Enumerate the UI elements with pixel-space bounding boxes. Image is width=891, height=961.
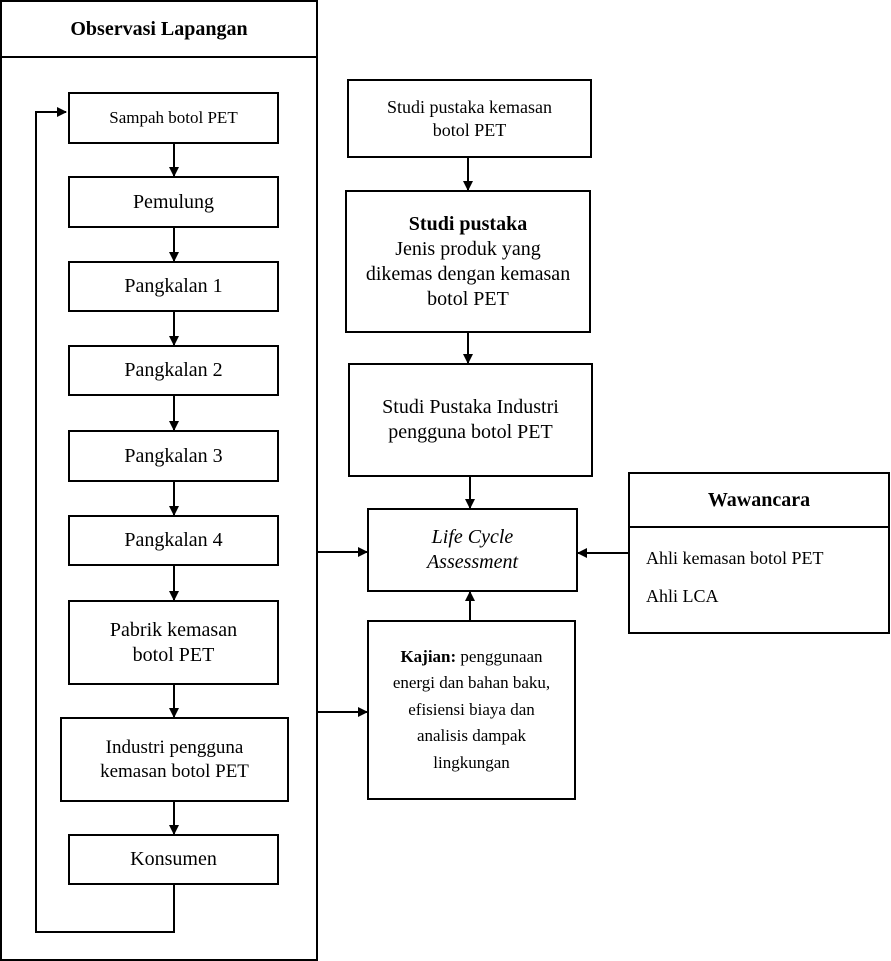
step-pangkalan-3-label: Pangkalan 3 — [124, 444, 223, 467]
studi-pustaka-jenis-produk: Studi pustaka Jenis produk yang dikemas … — [345, 190, 591, 333]
step-industri-pengguna-label: Industri pengguna kemasan botol PET — [100, 736, 249, 782]
kajian-label: Kajian: — [400, 647, 457, 667]
wawancara-list: Ahli kemasan botol PET Ahli LCA — [630, 528, 888, 607]
observasi-title: Observasi Lapangan — [0, 0, 318, 58]
step-konsumen-label: Konsumen — [130, 848, 217, 870]
step-pangkalan-4: Pangkalan 4 — [68, 515, 279, 566]
step-pangkalan-2: Pangkalan 2 — [68, 345, 279, 396]
studi-pustaka-jenis-produk-title: Studi pustaka — [408, 212, 528, 235]
studi-pustaka-kemasan: Studi pustaka kemasan botol PET — [347, 79, 592, 158]
studi-pustaka-kemasan-label: Studi pustaka kemasan botol PET — [387, 97, 552, 140]
studi-pustaka-industri-label: Studi Pustaka Industri pengguna botol PE… — [382, 396, 559, 443]
studi-pustaka-industri: Studi Pustaka Industri pengguna botol PE… — [348, 363, 593, 477]
wawancara-item: Ahli LCA — [646, 585, 719, 606]
step-pabrik-kemasan-label: Pabrik kemasan botol PET — [109, 618, 238, 666]
step-sampah-botol-label: Sampah botol PET — [109, 108, 238, 128]
step-pangkalan-1-label: Pangkalan 1 — [124, 275, 223, 297]
step-sampah-botol: Sampah botol PET — [68, 92, 279, 144]
step-pemulung: Pemulung — [68, 176, 279, 228]
wawancara-title-text: Wawancara — [707, 488, 811, 511]
kajian-text: Kajian: penggunaan energi dan bahan baku… — [383, 644, 560, 776]
step-pemulung-label: Pemulung — [132, 190, 215, 213]
step-pangkalan-2-label: Pangkalan 2 — [124, 359, 223, 381]
step-pangkalan-1: Pangkalan 1 — [68, 261, 279, 312]
step-pangkalan-3: Pangkalan 3 — [68, 430, 279, 482]
step-pangkalan-4-label: Pangkalan 4 — [124, 529, 223, 551]
kajian-body: penggunaan energi dan bahan baku, efisie… — [392, 647, 551, 772]
studi-pustaka-jenis-produk-body: Jenis produk yang dikemas dengan kemasan… — [365, 237, 571, 310]
feedback-loop-line — [35, 107, 175, 933]
observasi-title-text: Observasi Lapangan — [70, 17, 248, 40]
wawancara-box: Wawancara Ahli kemasan botol PET Ahli LC… — [628, 472, 890, 634]
wawancara-title: Wawancara — [630, 474, 888, 528]
life-cycle-assessment-box: Life Cycle Assessment — [367, 508, 578, 592]
kajian-box: Kajian: penggunaan energi dan bahan baku… — [367, 620, 576, 800]
step-industri-pengguna: Industri pengguna kemasan botol PET — [60, 717, 289, 802]
step-pabrik-kemasan: Pabrik kemasan botol PET — [68, 600, 279, 685]
life-cycle-assessment-label: Life Cycle Assessment — [426, 526, 519, 573]
step-konsumen: Konsumen — [68, 834, 279, 885]
wawancara-item: Ahli kemasan botol PET — [646, 548, 824, 568]
